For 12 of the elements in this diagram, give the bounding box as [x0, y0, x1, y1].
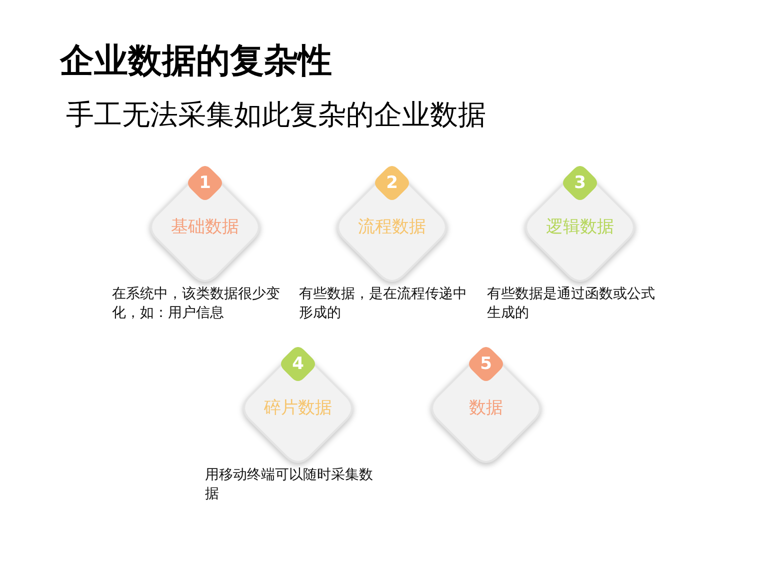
subtitle: 手工无法采集如此复杂的企业数据 [66, 97, 486, 133]
description-text: 在系统中，该类数据很少变化，如：用户信息 [112, 285, 281, 323]
page-title: 企业数据的复杂性 [60, 40, 332, 83]
category-label: 基础数据 [170, 216, 240, 238]
number-badge: 1 [185, 163, 225, 203]
category-label: 流程数据 [357, 216, 427, 238]
description-text: 有些数据是通过函数或公式生成的 [487, 285, 656, 323]
category-label: 碎片数据 [263, 397, 333, 419]
description-text: 用移动终端可以随时采集数据 [205, 466, 374, 504]
category-label: 数据 [468, 397, 504, 419]
category-label: 逻辑数据 [545, 216, 615, 238]
description-text: 有些数据，是在流程传递中形成的 [299, 285, 468, 323]
